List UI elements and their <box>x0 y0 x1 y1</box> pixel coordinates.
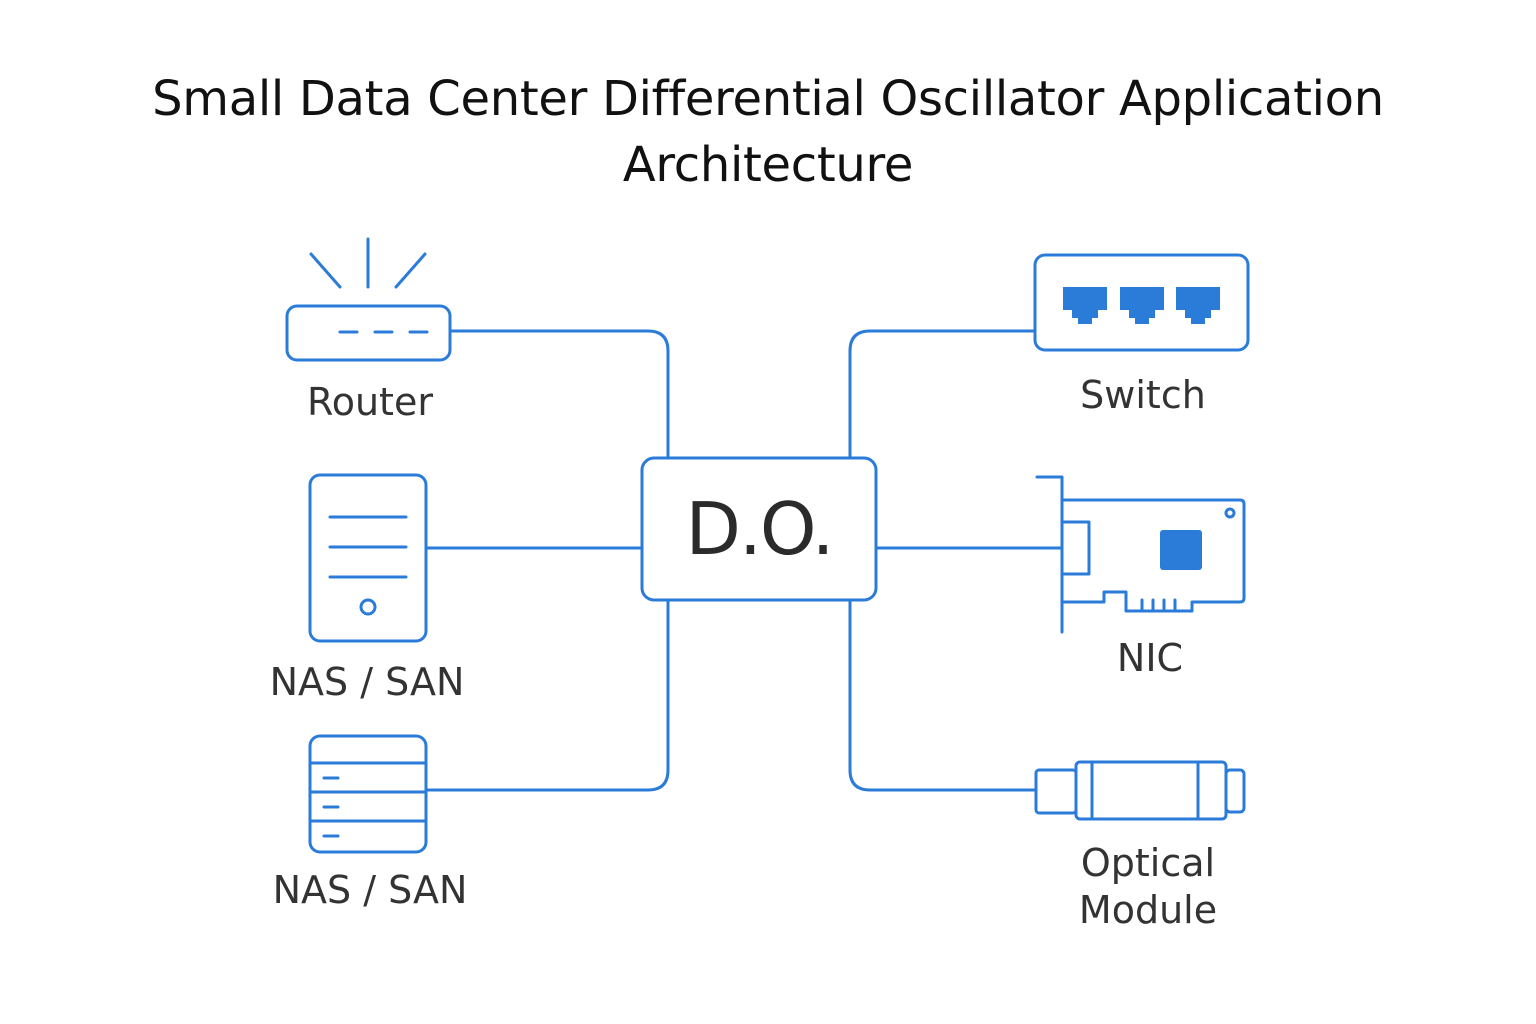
switch-label: Switch <box>1080 373 1206 417</box>
switch-port-2 <box>1120 287 1164 324</box>
nic-label: NIC <box>1116 636 1184 680</box>
do-label: D.O. <box>685 487 835 571</box>
server-tower-icon <box>308 473 428 643</box>
router-icon <box>285 237 452 362</box>
title-line-1: Small Data Center Differential Oscillato… <box>152 71 1384 127</box>
storage-array-icon <box>308 734 428 854</box>
optical-module-label-line-1: Optical <box>1080 841 1216 885</box>
optical-module-label: Optical Module <box>1048 840 1248 934</box>
connector-router <box>448 329 670 460</box>
do-box <box>640 456 878 602</box>
switch-port-3 <box>1176 287 1220 324</box>
connector-switch <box>848 329 1037 460</box>
connector-optical <box>848 598 1037 792</box>
optical-module-icon <box>1034 760 1246 821</box>
diagram-title: Small Data Center Differential Oscillato… <box>0 66 1536 198</box>
optical-module-label-line-2: Module <box>1078 888 1218 932</box>
connectors <box>424 329 1064 792</box>
nas-san-label-1: NAS / SAN <box>269 660 465 704</box>
connector-nas2 <box>424 598 670 792</box>
title-line-2: Architecture <box>622 137 914 193</box>
switch-port-1 <box>1063 287 1107 324</box>
nas-san-label-2: NAS / SAN <box>272 868 468 912</box>
router-label: Router <box>307 380 433 424</box>
network-card-icon <box>1035 475 1246 634</box>
network-switch-icon <box>1033 253 1250 352</box>
